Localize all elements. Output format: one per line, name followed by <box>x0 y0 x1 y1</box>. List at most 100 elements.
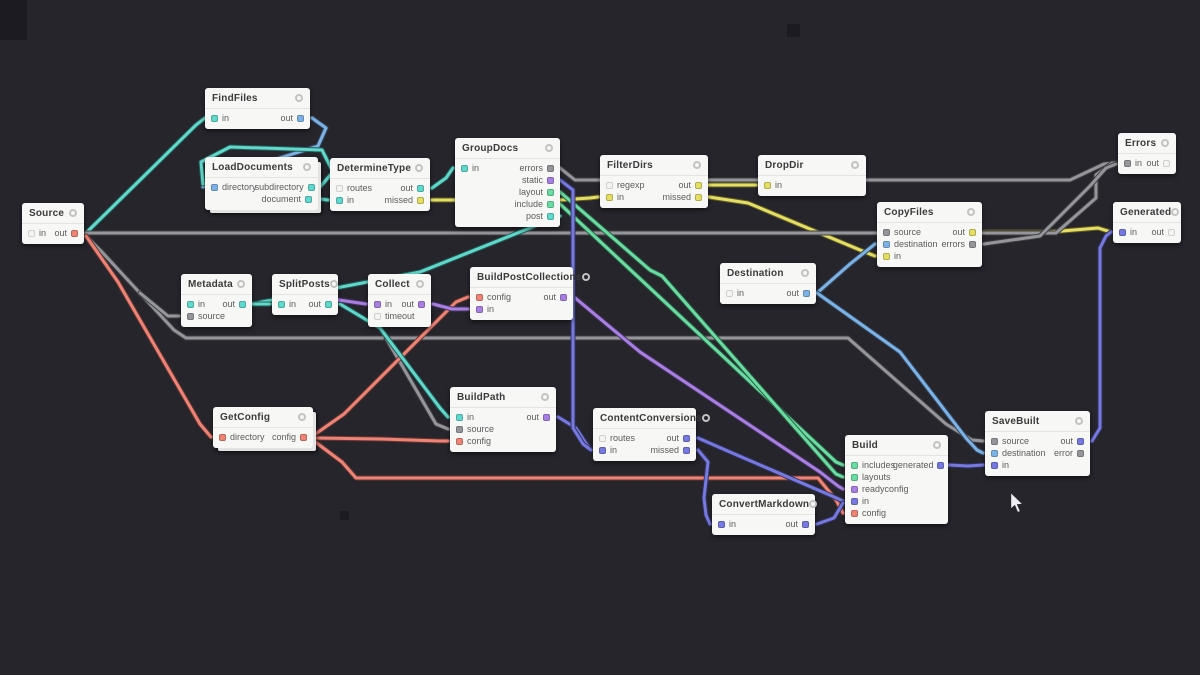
port-chip-findfiles-in[interactable] <box>211 114 218 122</box>
port-chip-copyfiles-source[interactable] <box>883 228 890 236</box>
wire-indigo-28[interactable] <box>558 178 593 452</box>
port-chip-build-layouts[interactable] <box>851 473 858 481</box>
port-chip-loaddocuments-subdirectory[interactable] <box>307 183 315 191</box>
port-chip-destination-out[interactable] <box>803 289 810 297</box>
gear-icon[interactable] <box>1075 417 1083 425</box>
port-chip-build-config[interactable] <box>851 509 858 517</box>
port-chip-metadata-out[interactable] <box>239 300 246 308</box>
port-chip-contentconversions-in[interactable] <box>599 446 606 454</box>
port-chip-generated-out[interactable] <box>1168 228 1175 236</box>
port-chip-metadata-in[interactable] <box>187 300 194 308</box>
node-header-groupdocs[interactable]: GroupDocs <box>455 138 560 159</box>
wire-indigo-33[interactable] <box>1090 230 1113 443</box>
wire-indigo-31[interactable] <box>815 501 845 526</box>
port-chip-filterdirs-missed[interactable] <box>695 193 702 201</box>
node-header-getconfig[interactable]: GetConfig <box>213 407 313 428</box>
port-chip-collect-out[interactable] <box>418 300 425 308</box>
port-chip-destination-in[interactable] <box>726 289 733 297</box>
port-chip-buildpath-source[interactable] <box>456 425 463 433</box>
gear-icon[interactable] <box>237 280 245 288</box>
port-chip-loaddocuments-directory[interactable] <box>211 183 218 191</box>
wire-teal-21[interactable] <box>338 302 450 419</box>
port-chip-determinetype-missed[interactable] <box>417 196 424 204</box>
port-chip-convertmarkdown-in[interactable] <box>718 520 725 528</box>
wire-green-22[interactable] <box>558 202 845 467</box>
port-chip-contentconversions-out[interactable] <box>683 434 690 442</box>
wire-red-17[interactable] <box>312 436 450 443</box>
port-chip-getconfig-directory[interactable] <box>219 433 226 441</box>
port-chip-groupdocs-include[interactable] <box>547 200 554 208</box>
node-header-destination[interactable]: Destination <box>720 263 816 284</box>
wire-yellow-7[interactable] <box>707 195 877 258</box>
port-chip-groupdocs-layout[interactable] <box>547 188 554 196</box>
gear-icon[interactable] <box>581 273 590 281</box>
node-header-contentconversions[interactable]: ContentConversions <box>593 408 710 429</box>
port-chip-groupdocs-errors[interactable] <box>547 164 554 172</box>
gear-icon[interactable] <box>967 208 975 216</box>
port-chip-determinetype-in[interactable] <box>336 196 343 204</box>
node-header-filterdirs[interactable]: FilterDirs <box>600 155 708 176</box>
node-header-errors[interactable]: Errors <box>1118 133 1176 154</box>
port-chip-errors-in[interactable] <box>1124 159 1131 167</box>
port-chip-groupdocs-static[interactable] <box>547 176 554 184</box>
port-chip-source-in[interactable] <box>28 229 35 237</box>
gear-icon[interactable] <box>851 161 859 169</box>
wire-indigo-30[interactable] <box>696 448 712 526</box>
wire-indigo-32[interactable] <box>947 463 985 468</box>
gear-icon[interactable] <box>303 163 311 171</box>
gear-icon[interactable] <box>69 209 77 217</box>
node-header-dropdir[interactable]: DropDir <box>758 155 866 176</box>
wire-purple-26[interactable] <box>572 295 845 491</box>
port-chip-copyfiles-destination[interactable] <box>883 240 890 248</box>
node-header-convertmarkdown[interactable]: ConvertMarkdown <box>712 494 818 515</box>
port-chip-buildpath-in[interactable] <box>456 413 463 421</box>
wire-blue-34[interactable] <box>815 242 877 295</box>
gear-icon[interactable] <box>693 161 701 169</box>
node-header-buildpostcollections[interactable]: BuildPostCollections <box>470 267 590 288</box>
gear-icon[interactable] <box>809 500 818 508</box>
node-header-determinetype[interactable]: DetermineType <box>330 158 430 179</box>
port-chip-filterdirs-out[interactable] <box>695 181 702 189</box>
port-chip-buildpath-out[interactable] <box>543 413 550 421</box>
wire-indigo-29[interactable] <box>696 436 845 503</box>
port-chip-build-generated[interactable] <box>937 461 945 469</box>
node-header-loaddocuments[interactable]: LoadDocuments <box>205 157 318 178</box>
port-chip-generated-in[interactable] <box>1119 228 1126 236</box>
port-chip-convertmarkdown-out[interactable] <box>802 520 809 528</box>
port-chip-build-in[interactable] <box>851 497 858 505</box>
node-header-source[interactable]: Source <box>22 203 84 224</box>
port-chip-copyfiles-in[interactable] <box>883 252 890 260</box>
node-header-splitposts[interactable]: SplitPosts <box>272 274 338 295</box>
port-chip-filterdirs-in[interactable] <box>606 193 613 201</box>
port-chip-splitposts-in[interactable] <box>278 300 285 308</box>
port-chip-build-readyconfig[interactable] <box>851 485 858 493</box>
port-chip-dropdir-in[interactable] <box>764 181 771 189</box>
port-chip-collect-timeout[interactable] <box>374 312 381 320</box>
wire-gray-13[interactable] <box>138 291 181 318</box>
gear-icon[interactable] <box>1171 208 1180 216</box>
port-chip-build-includes[interactable] <box>851 461 858 469</box>
node-header-copyfiles[interactable]: CopyFiles <box>877 202 982 223</box>
port-chip-buildpostcollections-in[interactable] <box>476 305 483 313</box>
gear-icon[interactable] <box>416 280 424 288</box>
port-chip-savebuilt-out[interactable] <box>1077 437 1084 445</box>
gear-icon[interactable] <box>541 393 549 401</box>
port-chip-savebuilt-error[interactable] <box>1077 449 1084 457</box>
